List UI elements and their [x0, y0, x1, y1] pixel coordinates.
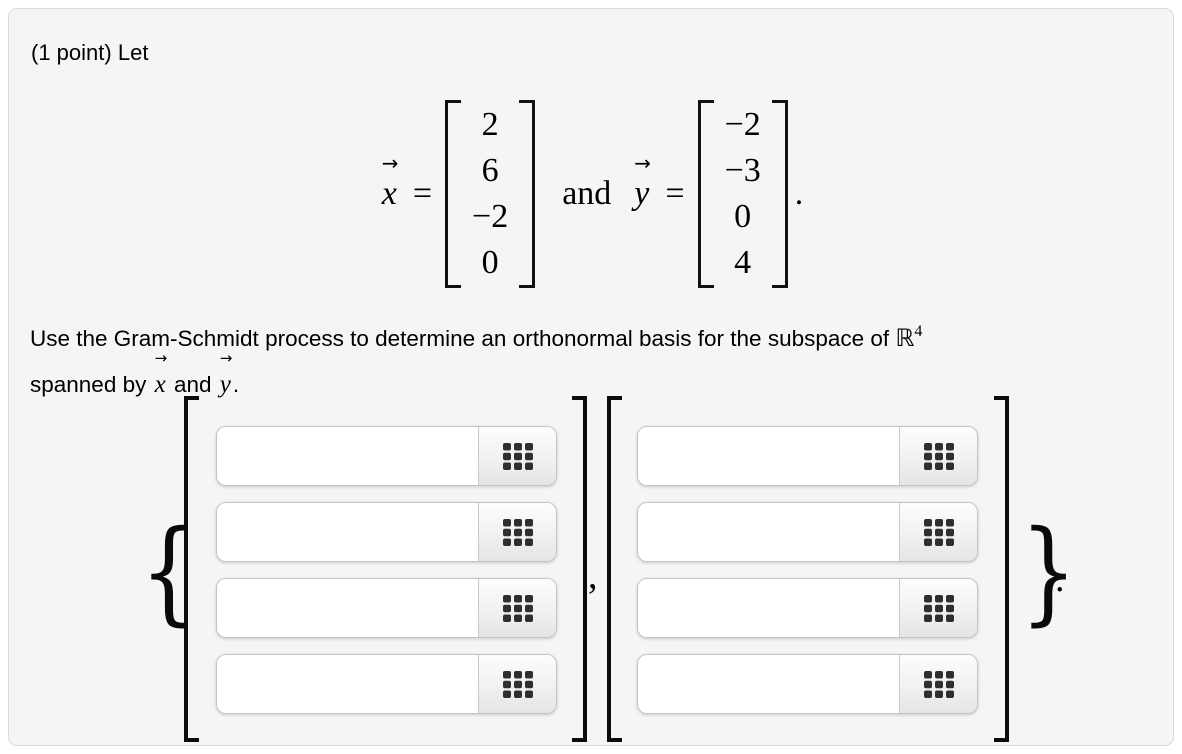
answer-cell-v2-r2: [637, 502, 978, 562]
answer-cell-v2-r1: [637, 426, 978, 486]
answer-cell-v1-r2: [216, 502, 557, 562]
matrix-bracket-left: [445, 100, 462, 288]
grid-3x3-icon: [502, 670, 533, 698]
vector-y-letter: y: [634, 175, 650, 212]
answer-bracket-right-1: [572, 396, 587, 742]
grid-3x3-icon: [923, 518, 954, 546]
answer-input-v2-r4[interactable]: [638, 655, 899, 713]
vector-x-symbol: → x: [379, 153, 400, 213]
answer-input-v2-r3[interactable]: [638, 579, 899, 637]
keypad-button[interactable]: [899, 655, 977, 713]
vector-arrow-icon: →: [381, 151, 399, 175]
answer-cell-v2-r3: [637, 578, 978, 638]
answer-input-v2-r1[interactable]: [638, 427, 899, 485]
vector-arrow-icon: →: [634, 151, 652, 175]
question-line1: Use the Gram-Schmidt process to determin…: [30, 326, 896, 351]
set-brace-close: }: [1020, 507, 1078, 637]
matrix-x-entry: −2: [472, 198, 509, 235]
answer-cell-v1-r1: [216, 426, 557, 486]
matrix-y-entry: 4: [734, 244, 752, 281]
grid-3x3-icon: [502, 594, 533, 622]
equals-sign: =: [412, 175, 433, 212]
final-period: .: [1055, 558, 1065, 600]
matrix-y: −2 −3 0 4: [697, 100, 788, 288]
answer-vector-2: [637, 426, 978, 730]
vector-arrow-icon: →: [219, 348, 233, 367]
grid-3x3-icon: [923, 670, 954, 698]
points-line: (1 point) Let: [31, 40, 148, 66]
keypad-button[interactable]: [478, 427, 556, 485]
real-numbers-symbol: ℝ: [895, 324, 915, 352]
answer-bracket-left-2: [607, 396, 622, 742]
matrix-x: 2 6 −2 0: [445, 100, 536, 288]
inline-vector-x: →x: [154, 348, 168, 398]
real-numbers-exponent: 4: [914, 323, 923, 340]
matrix-x-entry: 0: [481, 244, 499, 281]
question-line2-and: and: [167, 371, 218, 397]
vector-arrow-icon: →: [154, 348, 168, 367]
answer-input-v1-r2[interactable]: [217, 503, 478, 561]
answer-input-v1-r1[interactable]: [217, 427, 478, 485]
question-text: Use the Gram-Schmidt process to determin…: [30, 317, 1180, 406]
problem-panel: (1 point) Let → x = 2 6 −2 0: [8, 8, 1174, 746]
points-label: (1 point): [31, 40, 112, 65]
grid-3x3-icon: [923, 594, 954, 622]
matrix-bracket-right: [519, 100, 536, 288]
matrix-y-entry: −2: [724, 106, 761, 143]
matrix-y-entry: 0: [734, 198, 752, 235]
answer-bracket-left-1: [184, 396, 199, 742]
given-vectors-equation: → x = 2 6 −2 0 and → y: [9, 93, 1173, 295]
grid-3x3-icon: [502, 442, 533, 470]
keypad-button[interactable]: [478, 503, 556, 561]
matrix-bracket-left: [697, 100, 714, 288]
answer-cell-v1-r3: [216, 578, 557, 638]
answer-bracket-right-2: [994, 396, 1009, 742]
matrix-y-entry: −3: [724, 152, 761, 189]
and-word: and: [562, 175, 612, 212]
matrix-x-entry: 6: [481, 152, 499, 189]
equals-sign: =: [665, 175, 685, 212]
intro-word: Let: [117, 40, 149, 65]
matrix-x-entry: 2: [481, 106, 499, 143]
question-period: .: [232, 371, 240, 397]
vector-x-letter: x: [381, 175, 397, 212]
keypad-button[interactable]: [899, 427, 977, 485]
answer-cell-v2-r4: [637, 654, 978, 714]
keypad-button[interactable]: [899, 503, 977, 561]
equation-period: .: [794, 175, 804, 212]
answer-input-v1-r3[interactable]: [217, 579, 478, 637]
question-line2: spanned by: [30, 371, 153, 397]
grid-3x3-icon: [502, 518, 533, 546]
grid-3x3-icon: [923, 442, 954, 470]
keypad-button[interactable]: [478, 579, 556, 637]
inline-vector-y: →y: [219, 348, 233, 398]
keypad-button[interactable]: [478, 655, 556, 713]
matrix-bracket-right: [771, 100, 788, 288]
keypad-button[interactable]: [899, 579, 977, 637]
answer-cell-v1-r4: [216, 654, 557, 714]
answer-vector-1: [216, 426, 557, 730]
answer-input-v2-r2[interactable]: [638, 503, 899, 561]
answer-input-v1-r4[interactable]: [217, 655, 478, 713]
vector-separator-comma: ,: [588, 555, 598, 597]
vector-y-symbol: → y: [631, 153, 652, 213]
